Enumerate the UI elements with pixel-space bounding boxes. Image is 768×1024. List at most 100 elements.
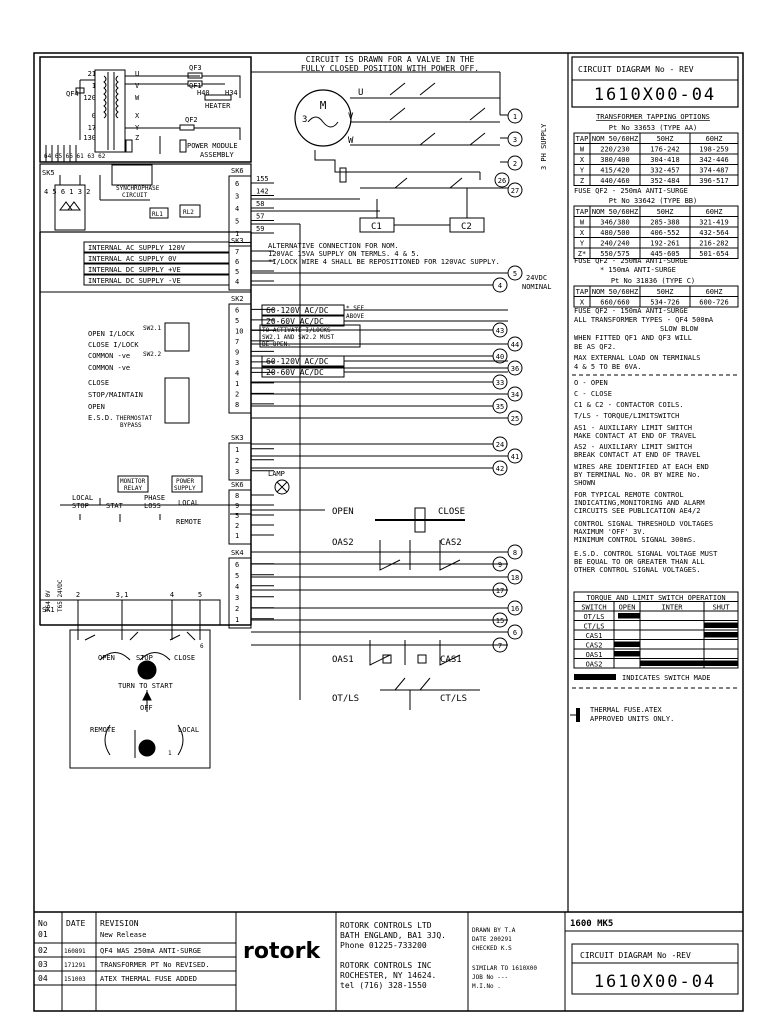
- checked-by: CHECKED K.S: [472, 945, 512, 952]
- relay-label: STAT: [106, 502, 124, 510]
- table-cell: 406-552: [650, 229, 680, 237]
- cas1-label: CAS1: [440, 655, 462, 665]
- connector-pin: 9: [235, 348, 239, 356]
- sk5-terminals: 4 5 6 1 3 2: [44, 188, 90, 196]
- voltage-box-label: 60-120V AC/DC: [266, 306, 329, 315]
- note-line: T/LS - TORQUE/LIMITSWITCH: [574, 412, 679, 420]
- connector-pin: 6: [235, 306, 239, 314]
- table-cell: 432-564: [699, 229, 729, 237]
- table-cell: 380/400: [600, 156, 630, 164]
- connector-pin: 2: [235, 522, 239, 530]
- connector-body: [228, 245, 252, 291]
- c-fuse: FUSE QF2 - 150mA ANTI-SURGE: [574, 307, 688, 315]
- connector-pin: 2: [235, 390, 239, 398]
- revision-no: 01: [38, 930, 48, 939]
- connector-pin: 1: [235, 380, 239, 388]
- connector-pin: 1: [235, 446, 239, 454]
- qf1-label: QF1: [189, 82, 202, 90]
- table-cell: 445-605: [650, 250, 680, 258]
- connector-body: [228, 303, 252, 414]
- internal-supply-label: INTERNAL DC SUPPLY -VE: [88, 277, 181, 285]
- oas2-label: OAS2: [332, 538, 354, 548]
- note-line: FOR TYPICAL REMOTE CONTROL: [574, 491, 684, 499]
- table-cell: X: [580, 156, 585, 164]
- terminal-number: 16: [511, 605, 519, 613]
- title-block-grid: [34, 912, 743, 1011]
- tap-right: W: [135, 94, 140, 102]
- control-label: OPEN: [88, 403, 105, 411]
- switch-row-label: OAS1: [586, 651, 603, 659]
- similar-to: SIMILAR TO 1610X00: [472, 965, 537, 972]
- table-cell: 480/500: [600, 229, 630, 237]
- table-cell: Y: [580, 167, 585, 175]
- wire-number: 59: [256, 225, 264, 233]
- revision-header: REVISION: [100, 919, 139, 928]
- table-cell: 332-457: [650, 167, 680, 175]
- table-cell: 50HZ: [657, 135, 674, 143]
- switch-table-header: OPEN: [619, 604, 636, 612]
- table-cell: NOM 50/60HZ: [592, 288, 638, 296]
- note-line: WIRES ARE IDENTIFIED AT EACH END: [574, 463, 709, 471]
- title-panel-top: CIRCUIT DIAGRAM No - REV 1610X00-04: [571, 56, 739, 108]
- connector-pin: 3: [235, 193, 239, 201]
- activate-box: [259, 324, 361, 348]
- table-cell: 440/460: [600, 177, 630, 185]
- connector-pin: 1: [235, 616, 239, 624]
- tapping-bb-title: Pt No 33642 (TYPE BB): [609, 197, 698, 205]
- alternative-connection-note: ALTERNATIVE CONNECTION FOR NOM.120VAC 15…: [268, 242, 500, 266]
- wire-number: 57: [256, 213, 264, 221]
- terminal-number: 4: [498, 282, 502, 290]
- terminal-number: 15: [496, 617, 504, 625]
- rl2-label: RL2: [183, 209, 194, 216]
- sheet-border: [33, 52, 744, 1012]
- tapping-c-title: Pt No 31836 (TYPE C): [611, 277, 695, 285]
- control-label: OPEN I/LOCK: [88, 330, 135, 338]
- table-cell: W: [580, 219, 585, 227]
- tap-right: V: [135, 82, 140, 90]
- table-cell: X: [580, 229, 585, 237]
- connector-pin: 8: [235, 492, 239, 500]
- connector-pin: 4: [235, 583, 239, 591]
- lamp-label: LAMP: [268, 470, 285, 478]
- voltage-box-label: 60-120V AC/DC: [266, 357, 329, 366]
- company-uk-2: BATH ENGLAND, BA1 3JQ.: [340, 931, 446, 940]
- selector-open: OPEN: [98, 654, 115, 662]
- table-cell: W: [580, 146, 585, 154]
- tap-left: 130: [83, 134, 96, 142]
- switch-table-title: TORQUE AND LIMIT SWITCH OPERATION: [586, 594, 725, 602]
- oas1-label: OAS1: [332, 655, 354, 665]
- note-line: SLOW BLOW: [660, 325, 699, 333]
- terminal-number: 27: [511, 187, 519, 195]
- qf3-label: QF3: [189, 64, 202, 72]
- fuse-note-2: APPROVED UNITS ONLY.: [590, 715, 674, 723]
- table-cell: 534-726: [650, 299, 680, 307]
- phase-w: W: [348, 136, 354, 146]
- fuse-note-1: THERMAL FUSE.ATEX: [590, 706, 662, 714]
- internal-supply-box: [83, 263, 230, 275]
- switch-table-header: INTER: [661, 604, 683, 612]
- connector-pin: 3: [235, 468, 239, 476]
- diagram-number: 1610X00-04: [594, 85, 716, 105]
- nominal-label: NOMINAL: [522, 283, 552, 291]
- company-us-1: ROTORK CONTROLS INC: [340, 961, 432, 970]
- heater-label: HEATER: [205, 102, 231, 110]
- note-line: O - OPEN: [574, 379, 608, 387]
- selector-off: OFF: [140, 704, 153, 712]
- diagram-number-bottom: 1610X00-04: [594, 972, 716, 992]
- connector-pin: 5: [235, 512, 239, 520]
- connector-pin: 6: [235, 561, 239, 569]
- terminal-number: 24: [496, 441, 504, 449]
- terminal-number: 36: [511, 365, 519, 373]
- table-cell: Y: [580, 240, 585, 248]
- revision-date: 160891: [64, 948, 86, 955]
- terminal-number: 41: [511, 453, 519, 461]
- table-cell: 321-419: [699, 219, 729, 227]
- nominal-voltage: 24VDC: [526, 274, 547, 282]
- selector-switch: [69, 629, 211, 769]
- title-label: CIRCUIT DIAGRAM No - REV: [578, 65, 694, 74]
- relay-label: LOCAL: [178, 499, 199, 507]
- connector-pin: 1: [235, 230, 239, 238]
- internal-supply-label: INTERNAL AC SUPPLY 0V: [88, 255, 177, 263]
- sk1-pin: 2: [76, 591, 80, 599]
